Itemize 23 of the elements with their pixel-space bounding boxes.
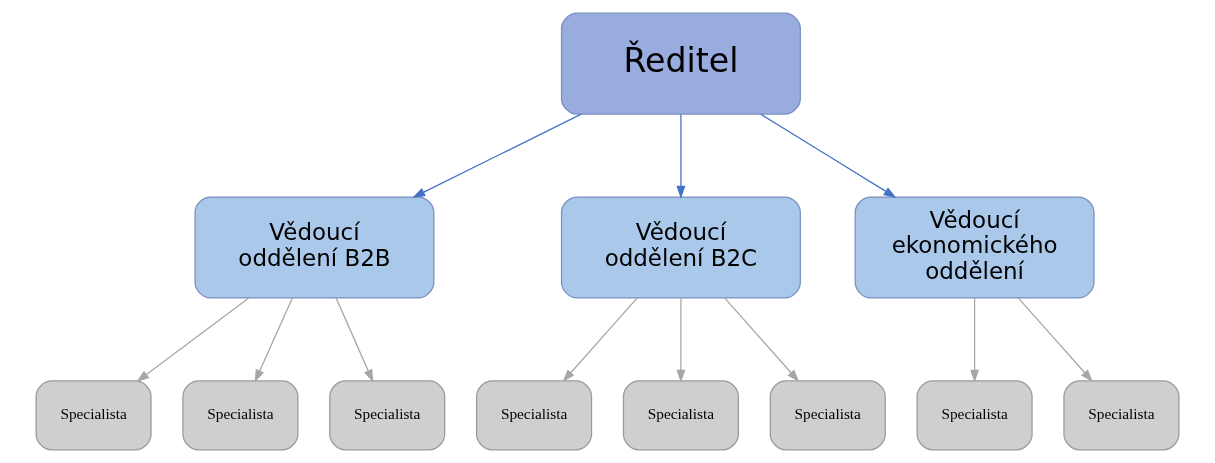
node-box: Specialista [916, 380, 1033, 451]
node-box: Vědoucí oddělení B2B [194, 196, 435, 299]
node-box: Vědoucí oddělení B2C [560, 196, 801, 299]
node-box: Specialista [35, 380, 152, 451]
arrow [676, 113, 686, 199]
arrow [136, 297, 250, 382]
arrow [760, 113, 897, 198]
arrow [723, 297, 800, 382]
arrow [562, 297, 638, 382]
node-box: Specialista [329, 380, 446, 451]
arrow [1017, 297, 1093, 382]
node-box: Specialista [476, 380, 593, 451]
arrow [412, 113, 582, 198]
arrow [970, 297, 980, 383]
node-box: Specialista [1063, 380, 1180, 451]
arrow [676, 297, 686, 383]
node-box: Specialista [182, 380, 299, 451]
arrow [335, 297, 374, 383]
arrow [254, 297, 294, 383]
node-box: Ředitel [560, 12, 801, 115]
node-box: Specialista [769, 380, 886, 451]
node-box: Vědoucí ekonomického oddělení [854, 196, 1095, 299]
node-box: Specialista [622, 380, 739, 451]
